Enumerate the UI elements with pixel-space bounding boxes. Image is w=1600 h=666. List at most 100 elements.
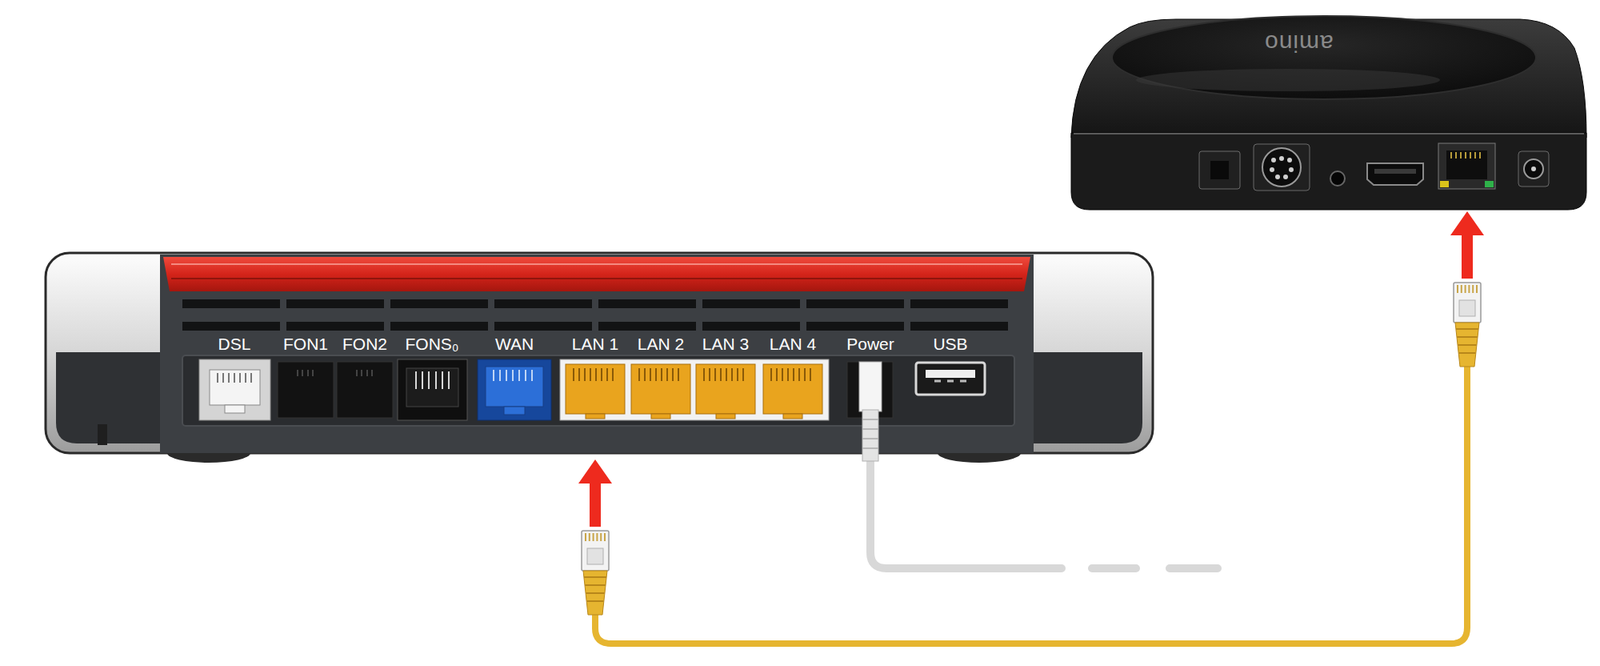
port-label: FONS₀ xyxy=(397,334,468,354)
port-label: LAN 1 xyxy=(565,334,625,354)
svideo-pin xyxy=(1271,157,1276,163)
plug-contacts xyxy=(585,532,605,541)
set-top-box: amino xyxy=(1071,20,1587,210)
cable-wire xyxy=(595,364,1468,644)
red-trim-shadow xyxy=(171,277,1023,280)
brand-logo: amino xyxy=(1264,29,1334,57)
wan-port-latch xyxy=(504,406,525,415)
vent-slot xyxy=(494,321,592,331)
stb-front xyxy=(1071,132,1587,210)
plug-head xyxy=(1453,282,1481,323)
dc-socket xyxy=(1524,159,1544,179)
plug-latch xyxy=(587,548,604,564)
stb-dome xyxy=(1112,16,1536,100)
svideo-pin xyxy=(1269,167,1275,172)
plug-boot xyxy=(583,570,608,615)
red-trim xyxy=(163,256,1031,292)
hdmi-port xyxy=(1367,163,1424,185)
wan-port-contacts xyxy=(493,369,532,381)
plug-boot xyxy=(1455,322,1480,367)
plug-ribs xyxy=(584,576,607,601)
plug-contacts xyxy=(1457,284,1477,293)
vent-slot xyxy=(806,299,904,308)
vent-slot xyxy=(182,299,280,308)
ethernet-led xyxy=(1440,180,1449,188)
vent-slot xyxy=(390,321,488,331)
dsl-port-socket xyxy=(209,369,260,405)
svideo-pin xyxy=(1279,156,1284,161)
lan-port-contacts xyxy=(771,368,811,381)
red-arrow xyxy=(578,459,612,527)
power-plug xyxy=(859,361,882,412)
router-housing xyxy=(45,252,1153,453)
lan-port-frame xyxy=(560,359,829,420)
svideo-pin xyxy=(1283,174,1288,180)
red-arrow xyxy=(1450,211,1484,279)
router-end-block xyxy=(56,352,160,444)
vent-slot xyxy=(182,321,280,331)
optical-port-hole xyxy=(1210,160,1229,180)
power-cable-dashes xyxy=(1092,564,1218,572)
set-top-box xyxy=(1071,16,1587,210)
usb-port xyxy=(916,362,985,395)
audio-jack xyxy=(1330,171,1345,186)
port-column: USB xyxy=(916,334,985,455)
vent-slot xyxy=(702,299,800,308)
dsl-port xyxy=(199,359,271,420)
dc-port xyxy=(1518,151,1549,187)
svideo-port xyxy=(1253,144,1310,191)
svideo-socket xyxy=(1262,148,1301,187)
port-label: FON1 xyxy=(277,334,334,354)
vent-slot xyxy=(390,299,488,308)
plug-head xyxy=(581,530,609,571)
stb-dome-reflection xyxy=(1136,68,1440,92)
lan-ports xyxy=(565,364,823,419)
port-column: LAN 4 xyxy=(763,334,823,455)
port-column: LAN 3 xyxy=(696,334,756,455)
lan-port-latch xyxy=(716,413,736,419)
fon-port xyxy=(277,361,334,418)
port-label: DSL xyxy=(199,334,271,354)
lan-port-latch xyxy=(585,413,605,419)
port-panel xyxy=(182,355,1015,426)
ethernet-port-contacts xyxy=(1451,152,1480,159)
port-label: LAN 3 xyxy=(696,334,756,354)
vent-slot xyxy=(702,321,800,331)
router-back xyxy=(160,254,1034,453)
plug-latch xyxy=(1459,300,1476,316)
lan-port xyxy=(763,364,823,414)
power-plug-ribs xyxy=(862,419,879,448)
hdmi-port-tongue xyxy=(1374,168,1416,174)
port-label: LAN 2 xyxy=(631,334,691,354)
router-end-block xyxy=(1033,352,1143,444)
vent-slot xyxy=(286,299,384,308)
port-column: LAN 1 xyxy=(565,334,625,455)
fon-port xyxy=(336,361,393,418)
vent-slot xyxy=(598,299,696,308)
svideo-pins xyxy=(1269,156,1294,180)
vent-slot xyxy=(598,321,696,331)
port-label: USB xyxy=(916,334,985,354)
usb-port-pins xyxy=(934,380,967,383)
port-label: Power xyxy=(843,334,898,354)
lan-cable xyxy=(578,211,1484,644)
dsl-port-latch xyxy=(224,404,245,413)
vent-slot xyxy=(494,299,592,308)
svideo-pin xyxy=(1288,167,1294,172)
vent-slot xyxy=(910,299,1008,308)
power-cable xyxy=(859,361,1218,568)
wan-port-socket xyxy=(485,366,544,407)
fon-port-contacts xyxy=(356,369,372,376)
ethernet-port xyxy=(1438,143,1496,189)
lan-port xyxy=(696,364,756,414)
vent-slot xyxy=(286,321,384,331)
lan-port-latch xyxy=(783,413,803,419)
power-cable-wire xyxy=(870,459,1062,568)
ethernet-led xyxy=(1484,180,1494,188)
lan-port-latch xyxy=(651,413,671,419)
plug-ribs xyxy=(1456,328,1479,353)
port-label: LAN 4 xyxy=(763,334,823,354)
router-notch xyxy=(97,424,108,445)
